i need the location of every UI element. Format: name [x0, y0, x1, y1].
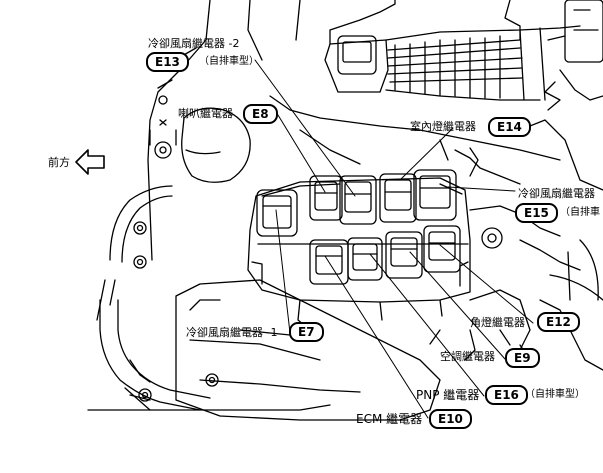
e13-badge: E13: [146, 52, 189, 72]
e9-badge: E9: [505, 348, 540, 368]
e15-note: （自排車: [560, 207, 600, 218]
relay-e14: [379, 173, 417, 223]
e15-badge: E15: [515, 203, 558, 223]
e16-note: （自排車型）: [525, 389, 585, 400]
relay-e15: [413, 169, 457, 221]
left-body-panel: [87, 0, 331, 411]
e16-badge: E16: [485, 385, 528, 405]
ecm-relay-label: ECM 繼電器: [356, 412, 423, 426]
relay-e9: [423, 225, 461, 273]
relay-e7-top-left: [256, 189, 298, 237]
relay-e8: [309, 175, 343, 221]
e7-badge: E7: [289, 322, 324, 342]
relay-e10: [347, 237, 383, 281]
fan-relay-2-label: 冷卻風扇繼電器 -2: [148, 37, 240, 50]
leader-lines: [254, 59, 534, 419]
e8-badge: E8: [243, 104, 278, 124]
relay-e16: [385, 231, 423, 279]
e13-note: （自排車型）: [199, 56, 259, 67]
e10-badge: E10: [429, 409, 472, 429]
pnp-relay-label: PNP 繼電器: [416, 388, 480, 402]
ac-relay-label: 空調繼電器: [440, 350, 495, 363]
e14-badge: E14: [488, 117, 531, 137]
corner-lamp-relay-label: 角燈繼電器: [470, 316, 525, 329]
room-lamp-relay-label: 室內燈繼電器: [410, 120, 476, 133]
front-arrow-icon: [75, 149, 105, 175]
right-engine-components: [269, 95, 603, 371]
fan-relay-right-label: 冷卻風扇繼電器: [518, 187, 595, 200]
lower-engine-block: [175, 279, 441, 421]
relay-e13: [339, 175, 377, 225]
e12-badge: E12: [537, 312, 580, 332]
front-direction-label: 前方: [48, 156, 70, 169]
fan-relay-1-label: 冷卻風扇繼電器 -1: [186, 326, 278, 339]
top-connector-block: [324, 0, 603, 111]
horn-relay-label: 喇叭繼電器: [178, 107, 233, 120]
